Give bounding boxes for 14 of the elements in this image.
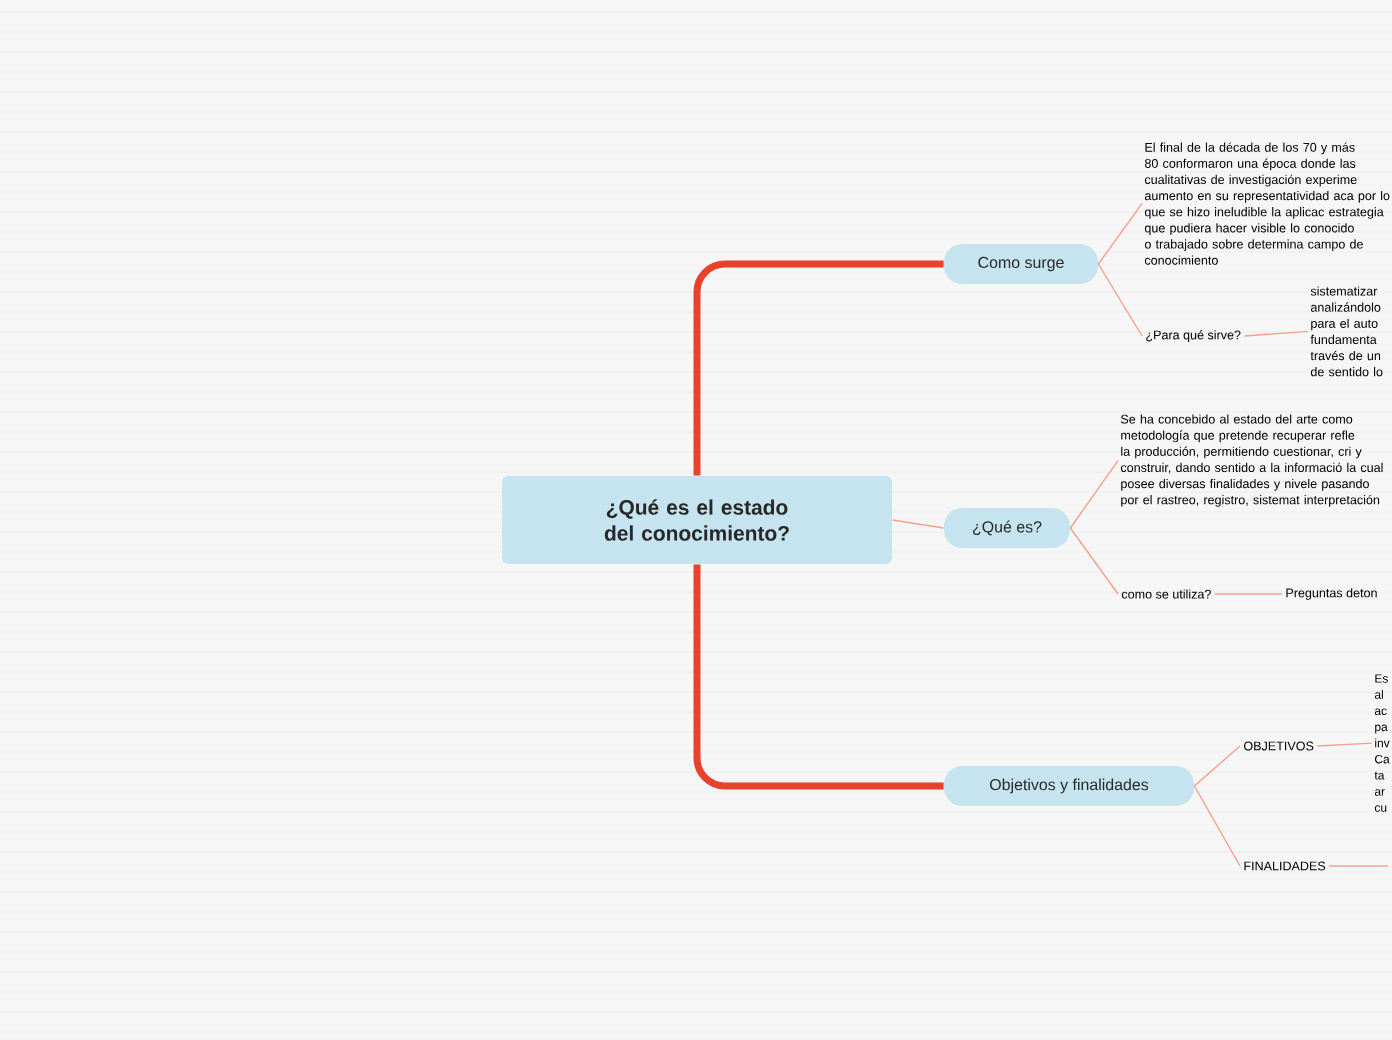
connector-line	[1214, 593, 1283, 595]
connector-line	[1069, 459, 1119, 529]
connector-line	[1097, 202, 1143, 265]
connector-line	[1069, 527, 1119, 595]
connector-line	[693, 564, 944, 790]
connector-line	[1316, 742, 1373, 747]
connector-line	[1328, 865, 1389, 867]
connector-line	[1243, 330, 1309, 337]
connector-line	[1193, 785, 1241, 867]
connector-line	[693, 260, 944, 476]
topic-box: ¿Qué es el estado del conocimiento?	[502, 476, 892, 564]
connector-line	[1193, 745, 1241, 787]
connector-line	[1097, 263, 1143, 337]
connector-line	[891, 519, 945, 529]
